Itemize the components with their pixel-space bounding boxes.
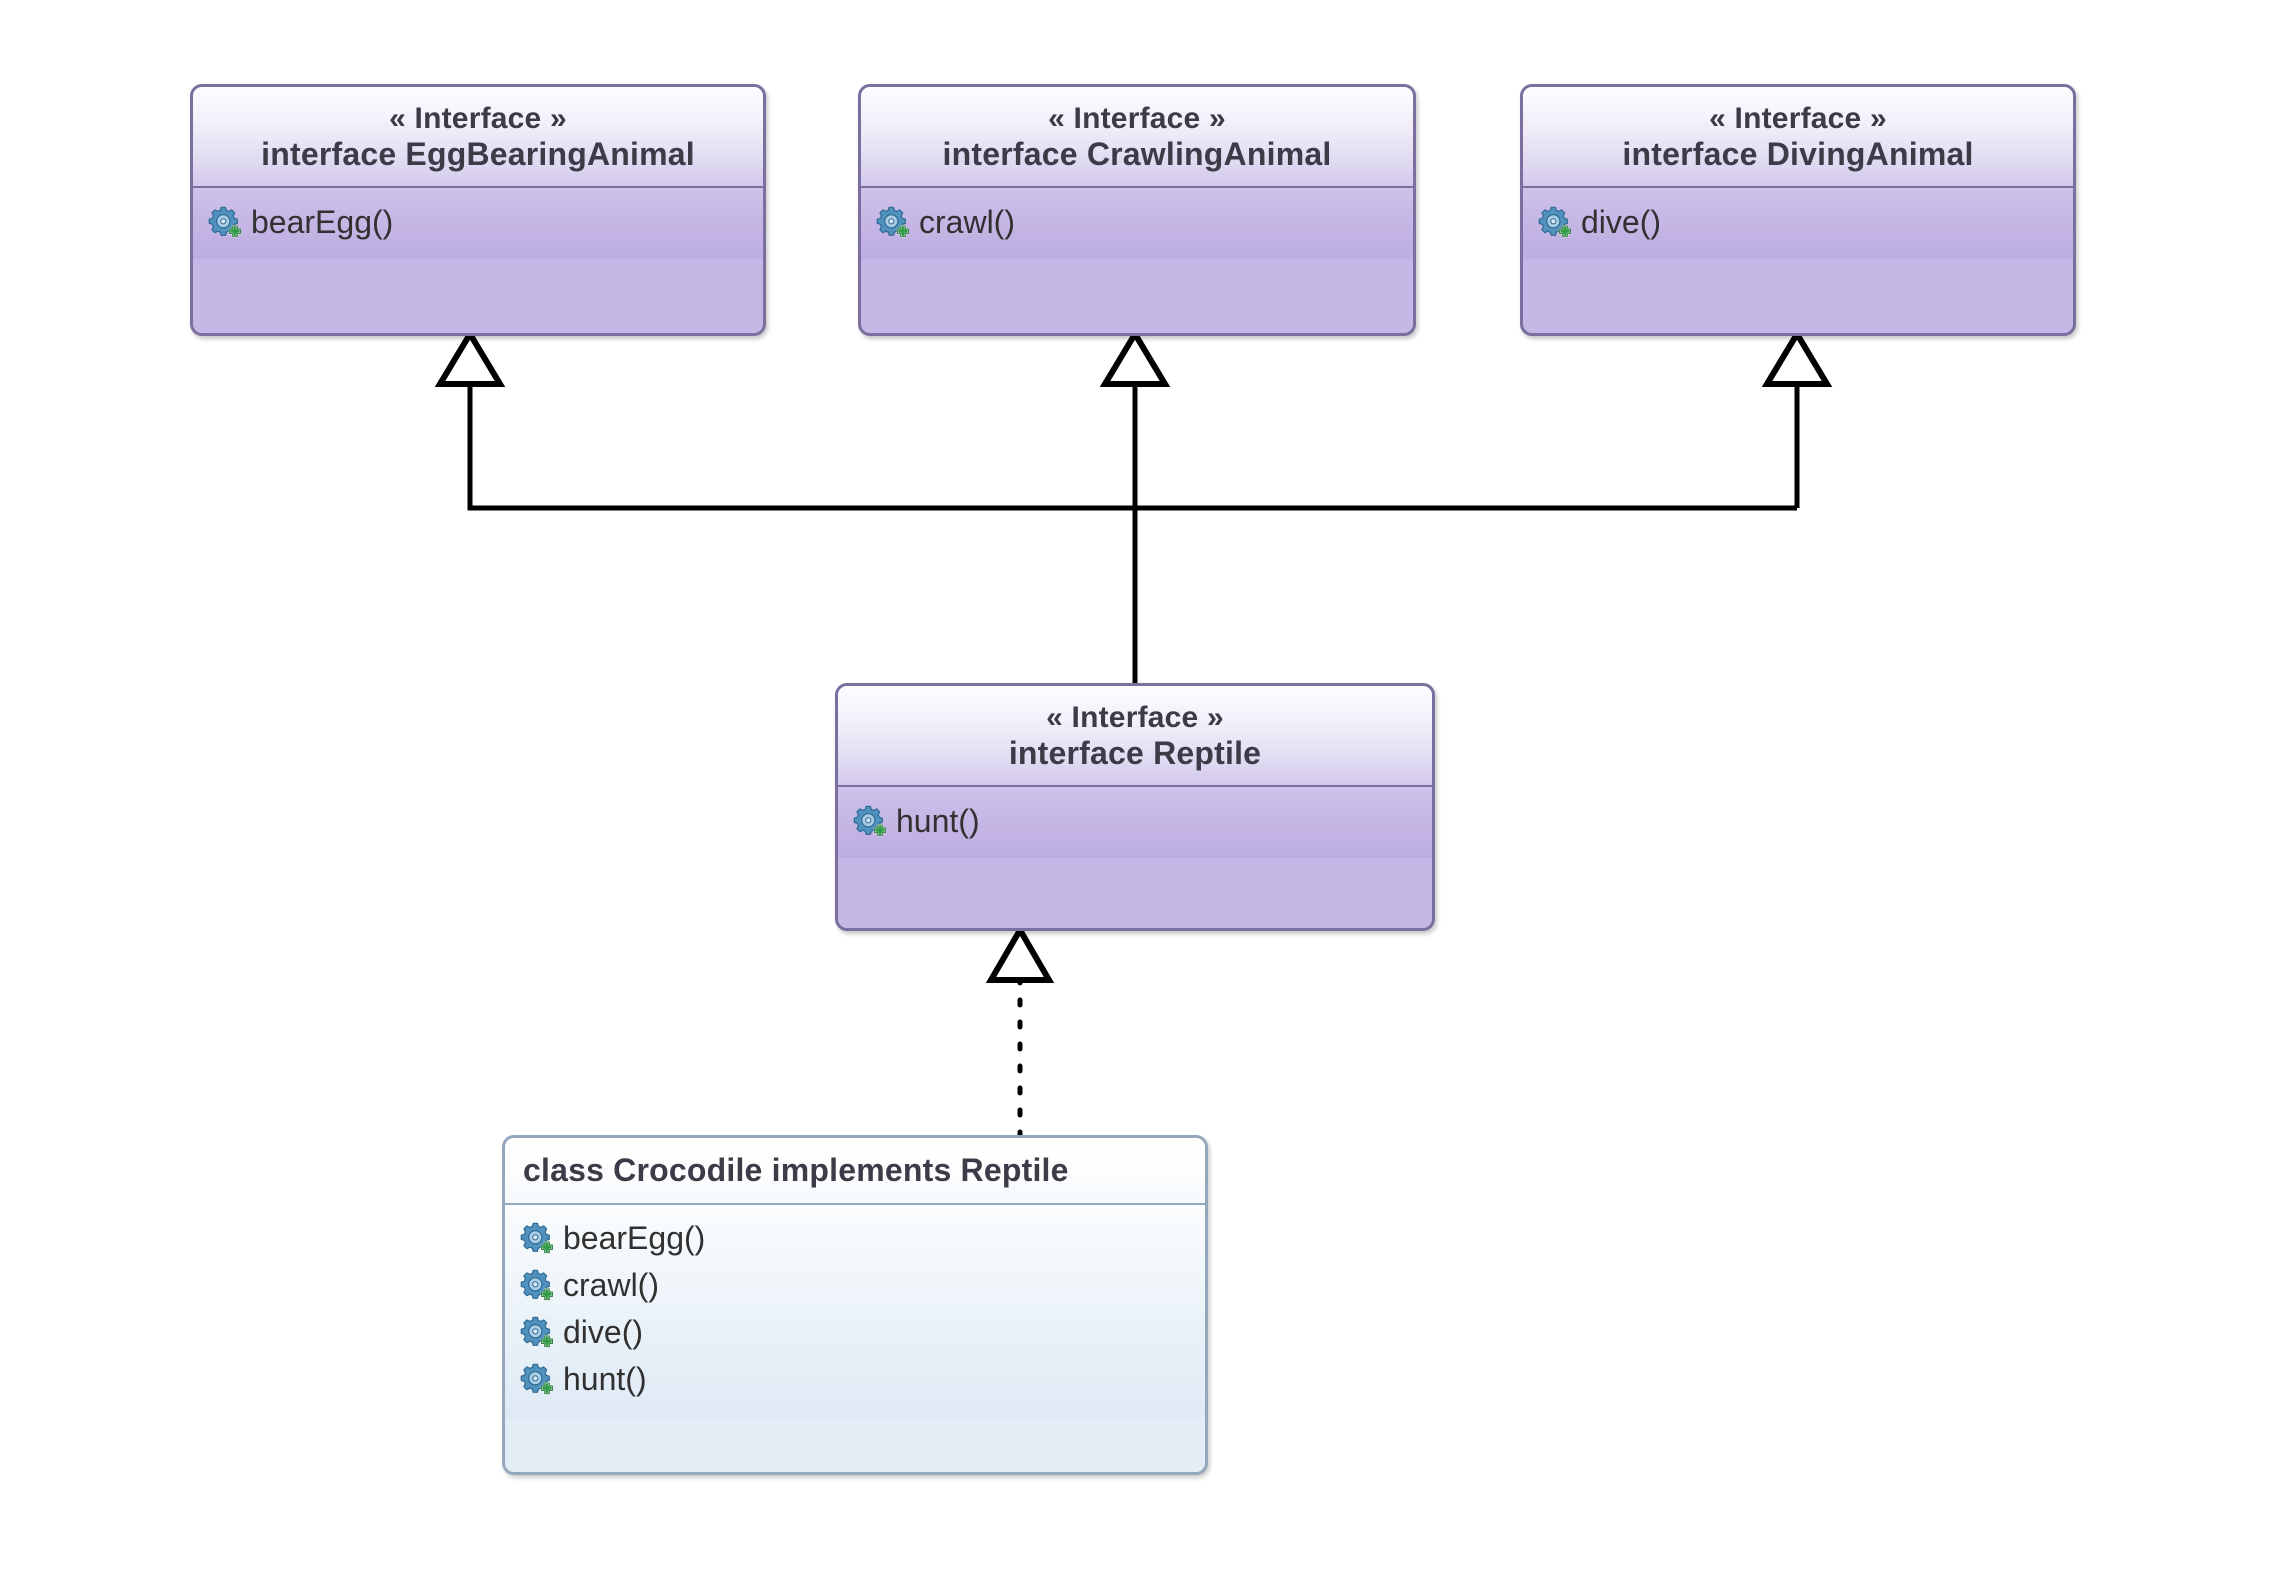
interface-box-crawling-animal[interactable]: « Interface » interface CrawlingAnimal [858,84,1416,336]
member-row[interactable]: crawl() [875,198,1399,245]
box-body-reptile: hunt() [838,787,1432,859]
member-row[interactable]: hunt() [852,797,1418,844]
interface-title: interface EggBearingAnimal [261,136,695,173]
realization-edge [985,924,1055,1139]
public-method-icon [519,1268,553,1302]
interface-box-egg-bearing-animal[interactable]: « Interface » interface EggBearingAnimal [190,84,766,336]
member-label: hunt() [896,802,980,839]
generalization-edges [467,380,1800,683]
box-body-crocodile: bearEgg() c [505,1204,1205,1419]
interface-title: interface Reptile [1008,735,1262,772]
public-method-icon [1537,205,1571,239]
member-row[interactable]: dive() [519,1309,1191,1356]
arrowhead-divinganimal [1761,328,1833,387]
member-label: dive() [1581,203,1662,240]
generalization-arrowheads [434,328,1833,387]
interface-title: interface CrawlingAnimal [942,136,1332,173]
stereotype-label: « Interface » [1048,102,1226,135]
member-label: bearEgg() [251,203,394,240]
member-row[interactable]: dive() [1537,198,2059,245]
member-row[interactable]: bearEgg() [207,198,749,245]
public-method-icon [519,1221,553,1255]
box-header-crocodile: class Crocodile implements Reptile [505,1138,1205,1205]
interface-title: interface DivingAnimal [1622,136,1974,173]
class-box-crocodile[interactable]: class Crocodile implements Reptile [502,1135,1208,1475]
box-body-diving-animal: dive() [1523,188,2073,260]
stereotype-label: « Interface » [1046,701,1224,734]
box-body-egg-bearing-animal: bearEgg() [193,188,763,260]
member-label: bearEgg() [563,1220,706,1257]
box-header-diving-animal: « Interface » interface DivingAnimal [1523,87,2073,189]
member-label: crawl() [919,203,1015,240]
interface-box-diving-animal[interactable]: « Interface » interface DivingAnimal [1520,84,2076,336]
public-method-icon [875,205,909,239]
interface-box-reptile[interactable]: « Interface » interface Reptile [835,683,1435,931]
member-row[interactable]: bearEgg() [519,1215,1191,1262]
member-row[interactable]: crawl() [519,1262,1191,1309]
member-label: hunt() [563,1361,647,1398]
member-row[interactable]: hunt() [519,1356,1191,1403]
public-method-icon [519,1315,553,1349]
member-label: dive() [563,1314,644,1351]
edge-reptile-extends-eggbearinganimal [467,380,1797,511]
public-method-icon [519,1362,553,1396]
box-body-crawling-animal: crawl() [861,188,1413,260]
member-label: crawl() [563,1267,659,1304]
class-title: class Crocodile implements Reptile [523,1152,1069,1188]
arrowhead-eggbearinganimal [434,328,506,387]
arrowhead-crawlinganimal [1099,328,1171,387]
box-header-reptile: « Interface » interface Reptile [838,686,1432,788]
box-header-egg-bearing-animal: « Interface » interface EggBearingAnimal [193,87,763,189]
stereotype-label: « Interface » [389,102,567,135]
public-method-icon [207,205,241,239]
stereotype-label: « Interface » [1709,102,1887,135]
arrowhead-reptile-realization [985,924,1055,983]
public-method-icon [852,804,886,838]
box-header-crawling-animal: « Interface » interface CrawlingAnimal [861,87,1413,189]
